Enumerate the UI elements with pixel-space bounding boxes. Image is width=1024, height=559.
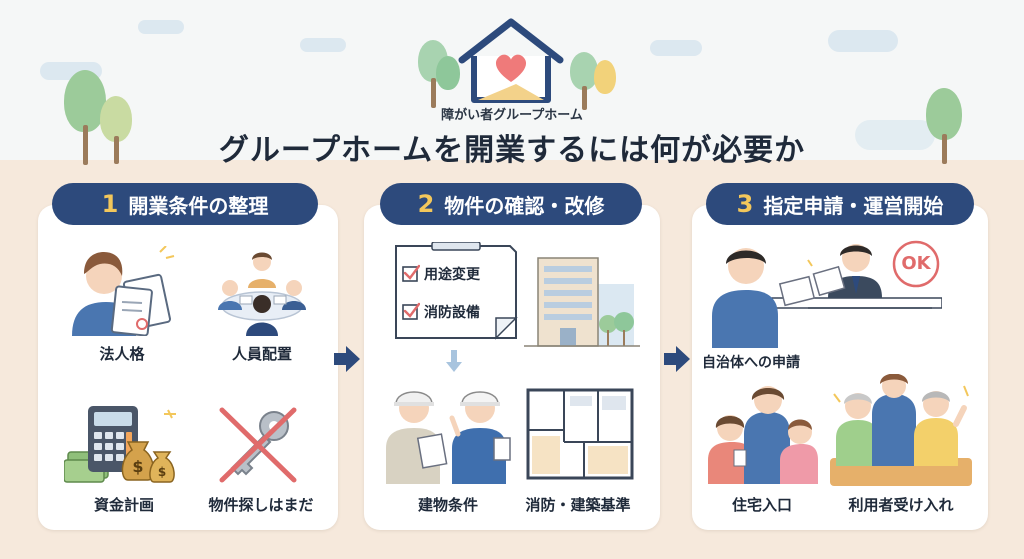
family-home-illustration xyxy=(708,386,818,484)
tree xyxy=(926,88,966,164)
item-housing-move-in: 住宅入口 xyxy=(731,496,792,514)
arrow-right-icon xyxy=(334,346,360,372)
item-legal-entity: 法人格 xyxy=(99,345,145,363)
ok-stamp: OK xyxy=(901,253,931,274)
checklist-card xyxy=(395,242,518,340)
step-3-title: 指定申請・運営開始 xyxy=(763,193,944,218)
tree xyxy=(100,96,134,164)
floor-plan-illustration xyxy=(526,388,634,480)
tree xyxy=(62,70,112,165)
staff-meeting-illustration xyxy=(218,252,306,336)
svg-text:$: $ xyxy=(132,457,143,476)
cloud xyxy=(650,40,702,56)
checklist-item-fire-equipment: 消防設備 xyxy=(424,305,480,321)
item-municipal-application: 自治体への申請 xyxy=(702,355,800,371)
municipal-application-illustration xyxy=(712,240,942,348)
cloud xyxy=(300,38,346,52)
step-3-number: 3 xyxy=(736,190,754,218)
step-3-header: 3 指定申請・運営開始 xyxy=(706,183,974,225)
step-2-number: 2 xyxy=(417,190,435,218)
key-crossed-illustration xyxy=(219,407,297,483)
building-illustration xyxy=(524,257,640,347)
calculator-money-illustration: $ $ xyxy=(64,406,176,483)
arrow-down-icon xyxy=(446,350,462,372)
item-fire-building-standards: 消防・建築基準 xyxy=(525,496,631,514)
item-funding-plan: 資金計画 xyxy=(93,496,154,514)
cloud xyxy=(138,20,184,34)
checklist-item-change-of-use: 用途変更 xyxy=(424,267,480,283)
step-1-number: 1 xyxy=(101,190,119,218)
cloud xyxy=(855,120,935,150)
cross-icon xyxy=(219,407,297,483)
checkbox-icon xyxy=(402,264,420,282)
header-subtitle: 障がい者グループホーム xyxy=(441,108,583,123)
item-staffing: 人員配置 xyxy=(231,345,292,363)
step-1-title: 開業条件の整理 xyxy=(128,193,269,218)
item-building-conditions: 建物条件 xyxy=(417,496,478,514)
item-no-property-search-yet: 物件探しはまだ xyxy=(208,496,314,514)
step-1-header: 1 開業条件の整理 xyxy=(52,183,318,225)
tree xyxy=(570,46,620,110)
svg-text:$: $ xyxy=(158,465,166,479)
step-2-title: 物件の確認・改修 xyxy=(444,193,605,218)
construction-workers-illustration xyxy=(386,391,511,484)
item-accepting-residents: 利用者受け入れ xyxy=(848,496,954,514)
person-with-documents-illustration xyxy=(72,246,175,336)
house-heart-icon xyxy=(458,18,564,103)
tree xyxy=(418,40,462,110)
cloud xyxy=(828,30,898,52)
step-2-header: 2 物件の確認・改修 xyxy=(380,183,642,225)
arrow-right-icon xyxy=(664,346,690,372)
residents-welcome-illustration xyxy=(830,374,972,486)
page-title: グループホームを開業するには何が必要か xyxy=(218,133,806,168)
checkbox-icon xyxy=(402,302,420,320)
